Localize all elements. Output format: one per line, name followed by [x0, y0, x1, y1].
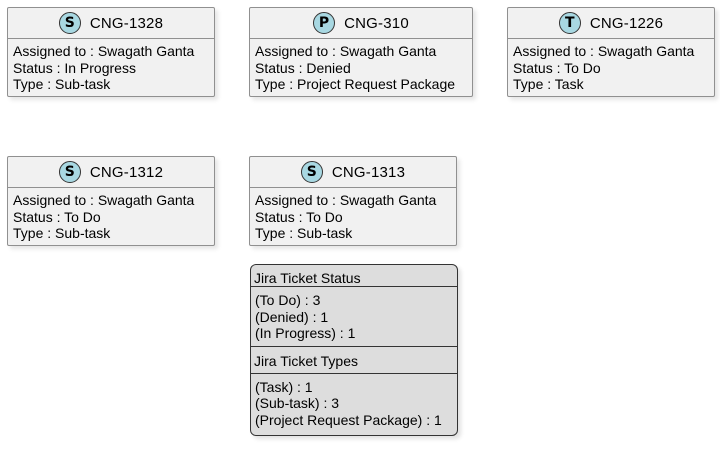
type-value: Sub-task: [55, 225, 111, 241]
status-value: To Do: [64, 208, 101, 225]
type-value: Task: [554, 76, 584, 92]
type-label: Type :: [255, 225, 298, 241]
type-value: Sub-task: [55, 76, 111, 92]
ticket-card: S CNG-1312 Assigned to : Swagath Ganta S…: [7, 156, 215, 246]
assignee: Swagath Ganta: [597, 43, 695, 59]
ticket-header: S CNG-1313: [250, 157, 456, 188]
type-label: Type :: [13, 225, 56, 241]
legend-status-line: (Denied) : 1: [255, 308, 329, 325]
legend-types-title: Jira Ticket Types: [251, 347, 457, 374]
assignee: Swagath Ganta: [97, 192, 195, 208]
status-label: Status :: [13, 208, 65, 225]
assigned-label: Assigned to :: [13, 192, 98, 208]
type-label: Type :: [513, 76, 555, 92]
ticket-type-badge-icon: T: [558, 12, 581, 34]
type-label: Type :: [255, 76, 298, 92]
status-label: Status :: [255, 208, 307, 225]
ticket-header: P CNG-310: [250, 8, 472, 39]
legend-types-counts: (Task) : 1 (Sub-task) : 3 (Project Reque…: [251, 374, 457, 433]
status-value: To Do: [564, 59, 601, 76]
ticket-type-badge-icon: P: [313, 12, 336, 34]
ticket-card: S CNG-1313 Assigned to : Swagath Ganta S…: [249, 156, 457, 246]
legend-status-line: (In Progress) : 1: [255, 325, 356, 341]
ticket-card: T CNG-1226 Assigned to : Swagath Ganta S…: [507, 7, 715, 97]
ticket-id: CNG-1328: [89, 14, 164, 32]
status-value: To Do: [306, 208, 343, 225]
assigned-label: Assigned to :: [513, 43, 598, 59]
assigned-label: Assigned to :: [255, 43, 340, 59]
legend-box: Jira Ticket Status (To Do) : 3 (Denied) …: [250, 264, 458, 436]
legend-status-counts: (To Do) : 3 (Denied) : 1 (In Progress) :…: [251, 287, 457, 347]
ticket-header: S CNG-1312: [8, 157, 214, 188]
assignee: Swagath Ganta: [339, 43, 437, 59]
legend-status-title: Jira Ticket Status: [251, 265, 457, 287]
type-label: Type :: [13, 76, 56, 92]
status-value: In Progress: [64, 59, 136, 76]
ticket-details: Assigned to : Swagath Ganta Status : To …: [508, 39, 714, 97]
ticket-id: CNG-1313: [331, 163, 406, 181]
ticket-id: CNG-310: [344, 14, 409, 32]
ticket-card: S CNG-1328 Assigned to : Swagath Ganta S…: [7, 7, 215, 97]
ticket-details: Assigned to : Swagath Ganta Status : In …: [8, 39, 214, 97]
legend-status-line: (To Do) : 3: [255, 292, 321, 308]
ticket-header: T CNG-1226: [508, 8, 714, 39]
ticket-type-badge-icon: S: [58, 161, 81, 183]
ticket-details: Assigned to : Swagath Ganta Status : Den…: [250, 39, 472, 97]
ticket-details: Assigned to : Swagath Ganta Status : To …: [250, 188, 456, 246]
legend-type-line: (Project Request Package) : 1: [255, 411, 442, 428]
assignee: Swagath Ganta: [97, 43, 195, 59]
type-value: Project Request Package: [297, 76, 456, 92]
ticket-details: Assigned to : Swagath Ganta Status : To …: [8, 188, 214, 246]
ticket-id: CNG-1312: [89, 163, 164, 181]
status-value: Denied: [306, 59, 351, 76]
status-label: Status :: [13, 59, 65, 76]
ticket-type-badge-icon: S: [300, 161, 323, 183]
legend-type-line: (Sub-task) : 3: [255, 395, 340, 411]
assignee: Swagath Ganta: [339, 192, 437, 208]
ticket-type-badge-icon: S: [58, 12, 81, 34]
legend-type-line: (Task) : 1: [255, 378, 313, 395]
type-value: Sub-task: [297, 225, 353, 241]
ticket-card: P CNG-310 Assigned to : Swagath Ganta St…: [249, 7, 473, 97]
assigned-label: Assigned to :: [13, 43, 98, 59]
status-label: Status :: [513, 59, 565, 76]
ticket-header: S CNG-1328: [8, 8, 214, 39]
status-label: Status :: [255, 59, 307, 76]
ticket-id: CNG-1226: [589, 14, 664, 32]
assigned-label: Assigned to :: [255, 192, 340, 208]
